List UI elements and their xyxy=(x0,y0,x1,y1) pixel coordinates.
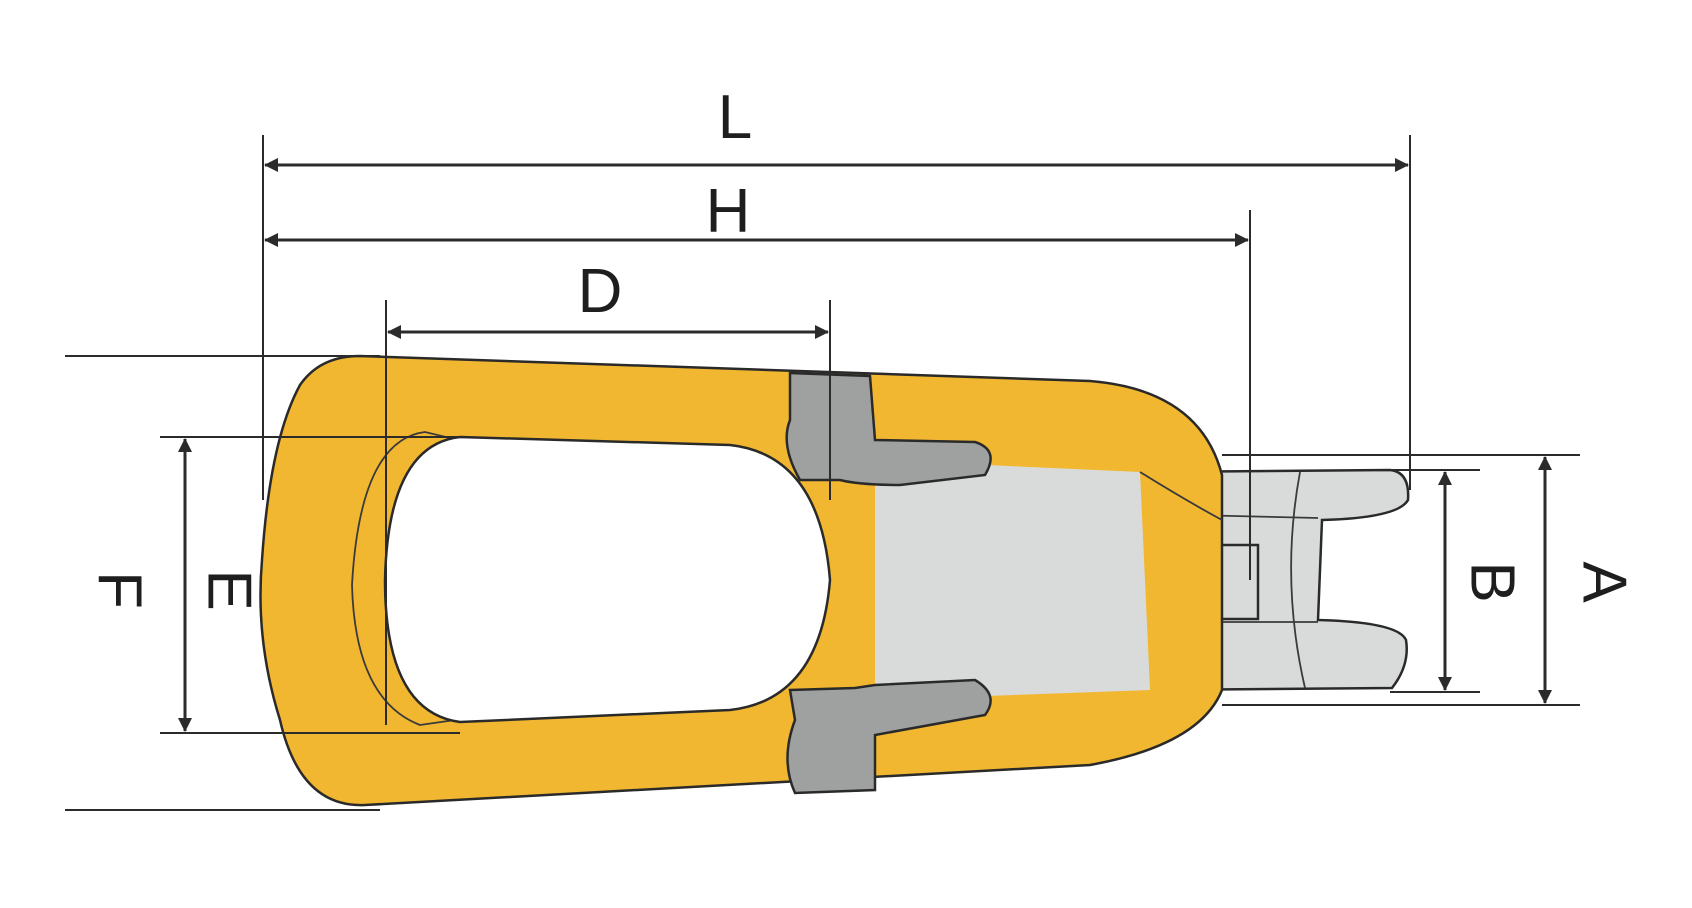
extension-lines xyxy=(65,135,1580,811)
dimension-lines xyxy=(178,158,1552,732)
grey-insert xyxy=(785,371,992,795)
label-L: L xyxy=(718,83,752,152)
label-F: F xyxy=(85,571,154,609)
label-H: H xyxy=(706,177,751,246)
label-B: B xyxy=(1458,561,1527,602)
label-A: A xyxy=(1570,561,1639,603)
label-D: D xyxy=(578,257,623,326)
yellow-eye-body xyxy=(259,354,1224,807)
dimension-labels: L H D F E B A xyxy=(85,83,1639,611)
label-E: E xyxy=(195,569,264,610)
